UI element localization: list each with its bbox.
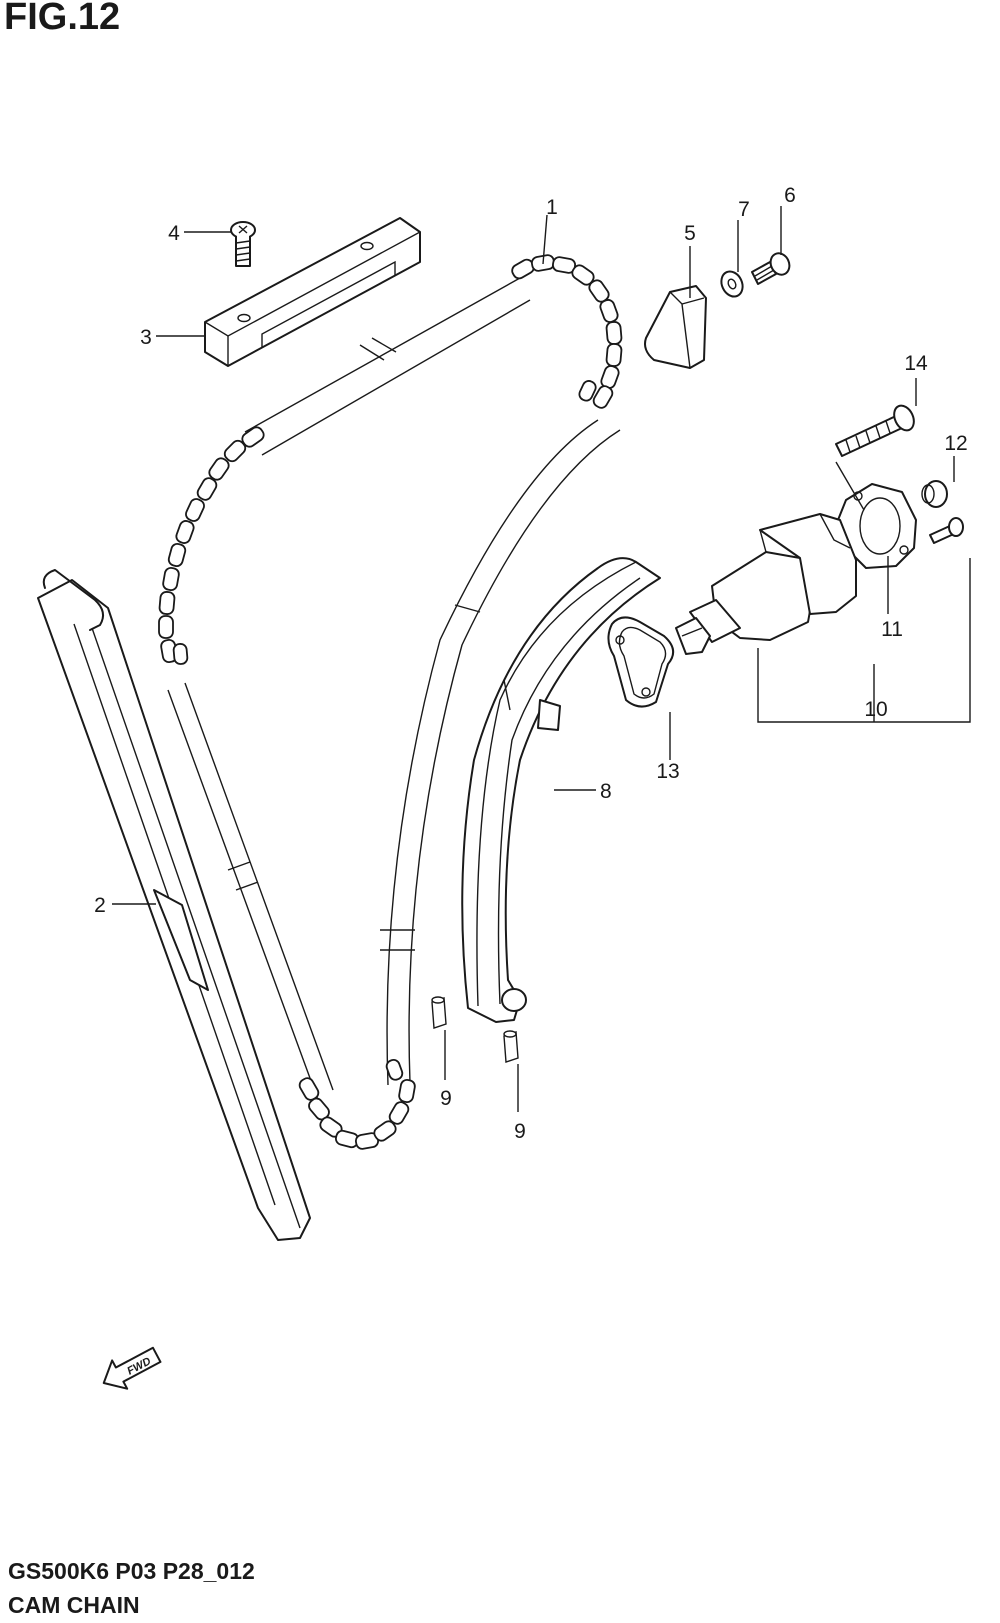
bolt-part-14 [835, 404, 915, 457]
callout-9b: 9 [514, 1120, 526, 1143]
cap-part-12 [921, 480, 948, 508]
leader-lines [112, 206, 971, 1112]
callout-14: 14 [904, 352, 928, 375]
chain-links-bottom [298, 1058, 416, 1150]
callout-10: 10 [864, 698, 887, 721]
section-name: CAM CHAIN [8, 1592, 140, 1618]
tensioner-guide-part-8 [461, 557, 661, 1023]
callout-8: 8 [600, 780, 612, 803]
callout-12: 12 [944, 432, 967, 455]
callout-13: 13 [656, 760, 679, 783]
callout-1: 1 [546, 196, 558, 219]
washer-part-7 [720, 270, 744, 298]
chain-guide-part-2 [37, 569, 311, 1241]
figure-title: FIG.12 [4, 0, 121, 38]
bolt-small-part-10 [929, 517, 964, 544]
chain-links-top [511, 254, 623, 409]
callout-labels: 1 2 3 4 5 6 7 8 9 9 10 11 12 13 14 [94, 184, 968, 1143]
callout-9a: 9 [440, 1087, 452, 1110]
chain-guide-part-3 [204, 217, 421, 367]
dowel-pin-part-9b [503, 1030, 519, 1063]
forward-arrow-icon: FWD [102, 1346, 162, 1390]
callout-4: 4 [168, 222, 180, 245]
callout-2: 2 [94, 894, 106, 917]
callout-6: 6 [784, 184, 796, 207]
callout-11: 11 [881, 618, 903, 641]
screw-part-4 [230, 221, 256, 267]
cam-chain-part-1 [158, 254, 623, 1150]
callout-5: 5 [684, 222, 696, 245]
callout-7: 7 [738, 198, 750, 221]
bolt-part-6 [751, 252, 791, 285]
dowel-pin-part-9a [431, 996, 447, 1029]
gasket-part-13 [607, 616, 675, 708]
tensioner-part-10 [675, 513, 857, 655]
cushion-part-5 [644, 285, 707, 369]
chain-links-left [158, 426, 265, 665]
callout-3: 3 [140, 326, 152, 349]
model-code: GS500K6 P03 P28_012 [8, 1558, 255, 1584]
